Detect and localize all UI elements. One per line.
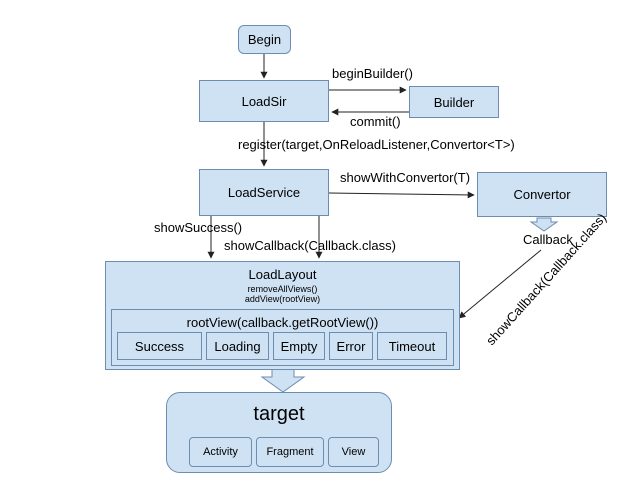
edge-label-show-with-convertor: showWithConvertor(T) — [340, 170, 471, 185]
state-success: Success — [117, 332, 202, 360]
block-arrow-convertor-callback — [529, 217, 559, 232]
block-arrow-loadlayout-target — [260, 368, 306, 393]
edge-label-commit: commit() — [350, 114, 401, 129]
node-loadsir-label: LoadSir — [241, 93, 287, 109]
edge-label-register: register(target,OnReloadListener,Convert… — [238, 137, 515, 152]
state-timeout: Timeout — [377, 332, 447, 360]
loadlayout-add-view: addView(rootView) — [244, 294, 321, 304]
arrow-callback-rootview — [458, 249, 542, 319]
state-empty: Empty — [273, 332, 325, 360]
node-builder: Builder — [409, 86, 499, 118]
node-loadservice: LoadService — [199, 169, 329, 216]
state-error: Error — [329, 332, 373, 360]
node-loadservice-label: LoadService — [227, 185, 301, 200]
loadlayout-title: LoadLayout — [248, 267, 317, 282]
edge-label-show-callback: showCallback(Callback.class) — [224, 238, 396, 253]
edge-label-show-success: showSuccess() — [154, 220, 243, 235]
node-builder-label: Builder — [433, 94, 475, 110]
target-title: target — [253, 403, 305, 425]
target-item-activity: Activity — [189, 437, 252, 467]
node-begin-label: Begin — [247, 32, 282, 47]
node-begin: Begin — [238, 25, 291, 54]
loadlayout-remove-all-views: removeAllViews() — [247, 284, 318, 294]
arrow-loadservice-convertor — [328, 191, 475, 199]
state-loading: Loading — [206, 332, 269, 360]
node-loadsir: LoadSir — [199, 80, 329, 122]
edge-label-begin-builder: beginBuilder() — [332, 66, 413, 81]
node-callback-label: Callback — [523, 232, 573, 247]
target-item-view: View — [328, 437, 379, 467]
rootview-label: rootView(callback.getRootView()) — [186, 315, 379, 330]
node-convertor-label: Convertor — [513, 187, 571, 202]
target-item-fragment: Fragment — [256, 437, 324, 467]
node-convertor: Convertor — [477, 172, 607, 217]
